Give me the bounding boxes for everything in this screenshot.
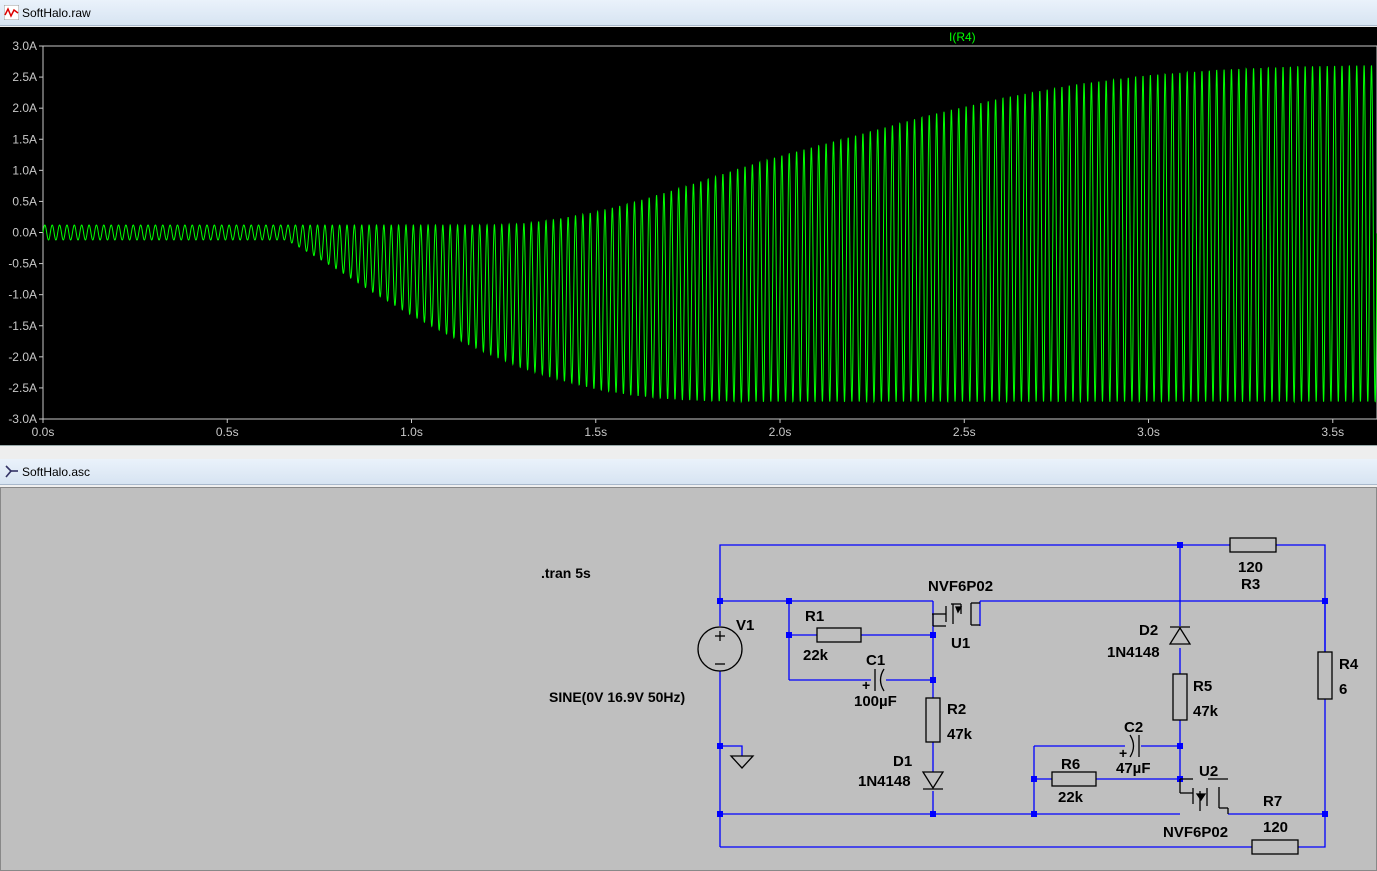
y-tick-label: 0.0A bbox=[12, 226, 37, 240]
c1-plus: + bbox=[862, 677, 870, 693]
schematic-titlebar[interactable]: SoftHalo.asc bbox=[0, 459, 1377, 485]
c1-value[interactable]: 100µF bbox=[854, 693, 897, 710]
resistor-r5[interactable] bbox=[1172, 673, 1188, 721]
waveform-icon bbox=[4, 5, 19, 20]
wires bbox=[719, 544, 1326, 848]
y-tick-label: 2.5A bbox=[12, 70, 37, 84]
v1-value[interactable]: SINE(0V 16.9V 50Hz) bbox=[549, 689, 685, 705]
x-tick-label: 3.5s bbox=[1321, 425, 1344, 439]
y-tick-label: -2.0A bbox=[8, 350, 37, 364]
r4-name[interactable]: R4 bbox=[1339, 656, 1359, 673]
y-tick-label: -1.0A bbox=[8, 288, 37, 302]
resistor-r7[interactable] bbox=[1251, 839, 1299, 855]
y-tick-label: 0.5A bbox=[12, 194, 37, 208]
y-tick-label: 3.0A bbox=[12, 39, 37, 53]
r5-name[interactable]: R5 bbox=[1193, 678, 1212, 695]
schematic-drawing[interactable]: + + .tran 5s V1 SINE(0V 16.9V 50Hz) R1 2… bbox=[1, 488, 1376, 870]
x-tick-label: 3.0s bbox=[1137, 425, 1160, 439]
y-tick-label: 1.5A bbox=[12, 132, 37, 146]
y-tick-label: 2.0A bbox=[12, 101, 37, 115]
waveform-window-title: SoftHalo.raw bbox=[22, 6, 91, 20]
r3-value[interactable]: 120 bbox=[1238, 559, 1263, 576]
u2-value[interactable]: NVF6P02 bbox=[1163, 824, 1228, 841]
diode-d1[interactable] bbox=[921, 771, 945, 790]
c2-value[interactable]: 47µF bbox=[1116, 760, 1151, 777]
voltage-source-v1[interactable] bbox=[697, 626, 743, 672]
x-tick-label: 2.5s bbox=[953, 425, 976, 439]
mosfet-u2[interactable] bbox=[1179, 778, 1229, 814]
x-tick-label: 0.0s bbox=[32, 425, 55, 439]
window-separator bbox=[0, 445, 1377, 460]
d2-value[interactable]: 1N4148 bbox=[1107, 644, 1160, 661]
y-tick-label: -3.0A bbox=[8, 412, 37, 426]
d1-name[interactable]: D1 bbox=[893, 753, 912, 770]
c2-name[interactable]: C2 bbox=[1124, 719, 1143, 736]
r1-value[interactable]: 22k bbox=[803, 647, 829, 664]
c2-plus: + bbox=[1119, 745, 1127, 761]
waveform-titlebar[interactable]: SoftHalo.raw bbox=[0, 0, 1377, 26]
x-tick-label: 1.0s bbox=[400, 425, 423, 439]
sim-directive[interactable]: .tran 5s bbox=[541, 565, 591, 581]
resistor-r1[interactable] bbox=[816, 627, 862, 643]
r2-name[interactable]: R2 bbox=[947, 701, 966, 718]
c1-name[interactable]: C1 bbox=[866, 652, 885, 669]
resistor-r2[interactable] bbox=[925, 697, 941, 743]
r2-value[interactable]: 47k bbox=[947, 726, 973, 743]
r4-value[interactable]: 6 bbox=[1339, 681, 1347, 698]
components bbox=[697, 537, 1333, 855]
mosfet-u1[interactable] bbox=[932, 602, 980, 627]
schematic-canvas[interactable]: + + .tran 5s V1 SINE(0V 16.9V 50Hz) R1 2… bbox=[0, 487, 1377, 871]
r3-name[interactable]: R3 bbox=[1241, 576, 1260, 593]
d1-value[interactable]: 1N4148 bbox=[858, 773, 911, 790]
u1-name[interactable]: U1 bbox=[951, 635, 970, 652]
y-tick-label: 1.0A bbox=[12, 163, 37, 177]
diode-d2[interactable] bbox=[1168, 626, 1192, 645]
resistor-r3[interactable] bbox=[1229, 537, 1277, 553]
u2-name[interactable]: U2 bbox=[1199, 763, 1218, 780]
waveform-chart[interactable]: 3.0A 2.5A 2.0A 1.5A 1.0A 0.5A 0.0A -0.5A -1.0A -1… bbox=[0, 27, 1377, 445]
y-tick-label: -1.5A bbox=[8, 319, 37, 333]
trace-label[interactable]: I(R4) bbox=[949, 30, 976, 44]
x-tick-label: 2.0s bbox=[769, 425, 792, 439]
r7-name[interactable]: R7 bbox=[1263, 793, 1282, 810]
r5-value[interactable]: 47k bbox=[1193, 703, 1219, 720]
x-tick-label: 1.5s bbox=[584, 425, 607, 439]
y-tick-label: -2.5A bbox=[8, 381, 37, 395]
u1-value[interactable]: NVF6P02 bbox=[928, 578, 993, 595]
schematic-window-title: SoftHalo.asc bbox=[22, 465, 91, 479]
x-tick-label: 0.5s bbox=[216, 425, 239, 439]
d2-name[interactable]: D2 bbox=[1139, 622, 1158, 639]
y-tick-label: -0.5A bbox=[8, 257, 37, 271]
schematic-icon bbox=[5, 465, 18, 478]
r1-name[interactable]: R1 bbox=[805, 608, 824, 625]
r6-name[interactable]: R6 bbox=[1061, 756, 1080, 773]
ground-symbol bbox=[729, 755, 755, 769]
waveform-plot-pane[interactable]: 3.0A 2.5A 2.0A 1.5A 1.0A 0.5A 0.0A -0.5A -1.0A -1… bbox=[0, 27, 1377, 445]
r7-value[interactable]: 120 bbox=[1263, 819, 1288, 836]
resistor-r4[interactable] bbox=[1317, 651, 1333, 700]
resistor-r6[interactable] bbox=[1051, 771, 1097, 787]
r6-value[interactable]: 22k bbox=[1058, 789, 1084, 806]
v1-name[interactable]: V1 bbox=[736, 617, 754, 634]
trace-i-r4 bbox=[42, 65, 1377, 404]
